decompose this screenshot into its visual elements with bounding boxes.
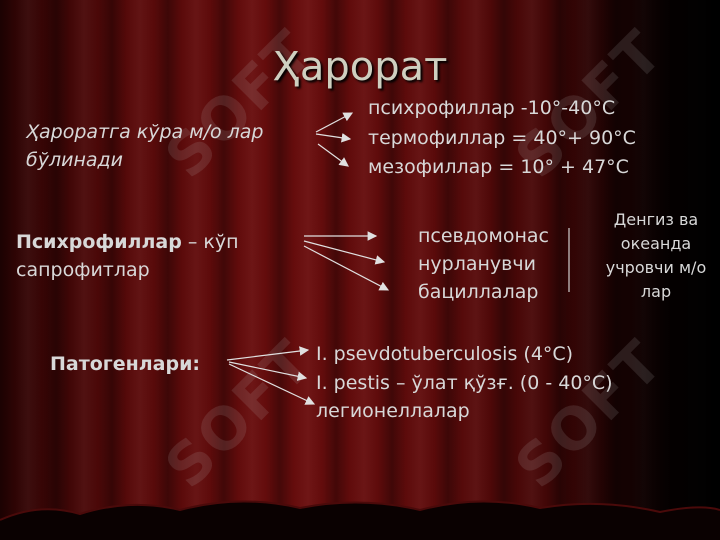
section2-item: псевдомонас: [418, 225, 549, 247]
section2-label-bold: Психрофиллар: [16, 231, 182, 253]
note-line: океанда: [620, 234, 692, 253]
arrow: [226, 346, 310, 361]
note-line: лар: [640, 282, 672, 301]
section1-item: термофиллар = 40°+ 90°С: [368, 127, 636, 149]
arrow: [228, 361, 308, 381]
curtain-shadow: [550, 0, 720, 540]
section2-item: нурланувчи: [418, 253, 536, 275]
section1-item: мезофиллар = 10° + 47°С: [368, 156, 629, 178]
note-line: Денгиз ва: [613, 210, 699, 229]
section1-label-line2: бўлинади: [26, 149, 124, 171]
arrow: [303, 240, 386, 265]
section1-label-line1: Ҳароратга кўра м/о лар: [26, 121, 264, 143]
section2-note: Денгиз ва океанда учровчи м/о лар: [592, 208, 720, 304]
section1-item: психрофиллар -10°-40°С: [368, 97, 616, 119]
section3-label: Патогенлари:: [50, 353, 200, 375]
section2-label-line2: сапрофитлар: [16, 259, 150, 281]
arrow: [315, 112, 354, 133]
section2-label-rest: – кўп: [181, 231, 239, 253]
arrow: [315, 133, 352, 143]
section3-item: I. pestis – ўлат қўзғ. (0 - 40°С): [316, 372, 613, 394]
slide-title: Ҳарорат: [272, 44, 448, 90]
arrow: [228, 363, 316, 405]
section3-item: легионеллалар: [316, 400, 470, 422]
section2-label-line1: Психрофиллар – кўп: [16, 228, 239, 256]
section3-item: I. psevdotuberculosis (4°C): [316, 343, 574, 365]
arrow: [303, 245, 390, 291]
arrow: [317, 143, 349, 167]
note-line: учровчи м/о: [605, 258, 707, 277]
section2-item: бациллалар: [418, 281, 539, 303]
stage-floor: [0, 500, 720, 540]
